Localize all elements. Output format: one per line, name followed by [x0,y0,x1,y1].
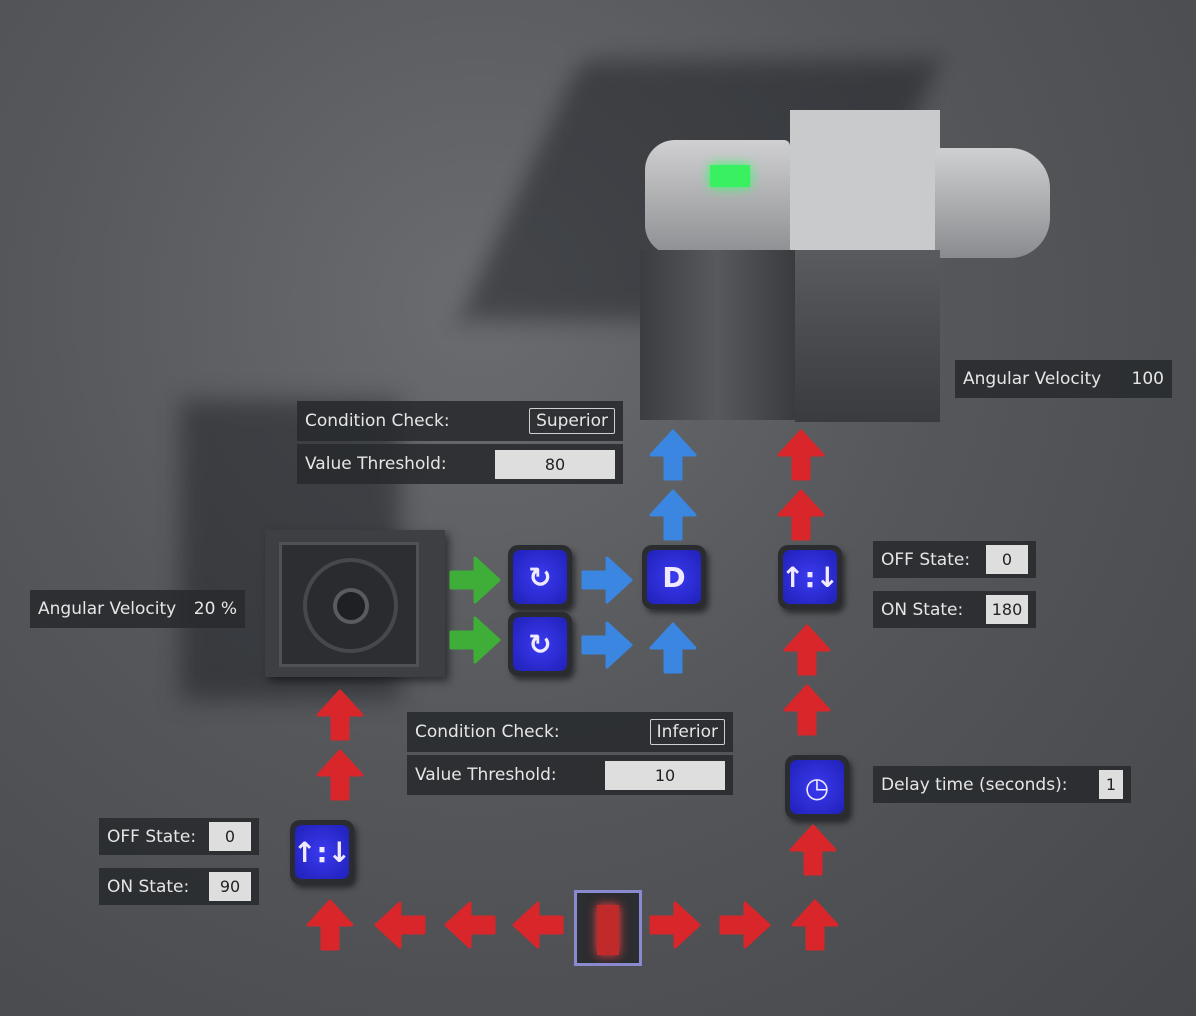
delay-block[interactable]: ◷ [785,755,849,819]
signal-arrow-up-blue [649,429,697,481]
value: 100 [1131,369,1164,389]
nor-gate-icon: D [662,560,686,594]
label: Condition Check: [415,722,560,742]
superior-check-panel: Condition Check: Superior Value Threshold… [297,401,623,484]
label: OFF State: [107,826,197,847]
comparator-block-superior[interactable]: ↻ [508,545,572,609]
label: Angular Velocity [963,369,1102,389]
rotor-velocity-panel: Angular Velocity 20 % [30,590,245,628]
converter-block-left[interactable]: ↑:↓ [290,820,354,884]
timer-icon: ◷ [804,770,830,804]
condition-dropdown[interactable]: Superior [529,408,615,434]
threshold-input[interactable]: 10 [605,760,725,790]
green-indicator-light [710,165,750,187]
off-state-input[interactable]: 0 [986,545,1028,574]
delay-input[interactable]: 1 [1099,770,1123,799]
on-state-input[interactable]: 90 [209,872,251,901]
label: Value Threshold: [415,765,557,785]
signal-arrow-up-red [783,624,831,676]
left-converter-panel: OFF State: 0 ON State: 90 [99,818,259,905]
rotor-base[interactable] [265,530,445,677]
signal-arrow-right-blue [581,621,633,669]
off-state-input[interactable]: 0 [209,822,251,851]
up-down-convert-icon: ↑:↓ [292,835,352,869]
signal-arrow-left-red [374,901,426,949]
loop-question-icon: ↻ [528,560,552,594]
signal-arrow-left-red [444,901,496,949]
loop-question-icon: ↻ [528,627,552,661]
label: Condition Check: [305,411,450,431]
signal-arrow-right-green [449,616,501,664]
label: OFF State: [881,549,971,570]
on-state-input[interactable]: 180 [986,595,1028,624]
signal-arrow-up-red [791,899,839,951]
signal-arrow-up-red [316,689,364,741]
signal-arrow-up-red [306,899,354,951]
top-angular-velocity-panel: Angular Velocity 100 [955,360,1172,398]
signal-arrow-up-red [789,824,837,876]
toggle-switch[interactable] [574,890,642,966]
signal-arrow-left-red [512,901,564,949]
signal-arrow-right-green [449,556,501,604]
signal-arrow-right-blue [581,556,633,604]
threshold-input[interactable]: 80 [495,449,615,479]
label: ON State: [881,599,964,620]
condition-dropdown[interactable]: Inferior [649,719,725,745]
label: Value Threshold: [305,454,447,474]
signal-arrow-up-red [777,429,825,481]
rotor-head-machine[interactable] [640,110,1050,422]
delay-panel: Delay time (seconds): 1 [873,766,1131,803]
signal-arrow-up-red [783,684,831,736]
signal-arrow-up-red [316,749,364,801]
up-down-convert-icon: ↑:↓ [780,560,840,594]
signal-arrow-up-red [777,489,825,541]
label: Delay time (seconds): [881,774,1068,795]
value: 20 % [193,599,237,619]
inferior-check-panel: Condition Check: Inferior Value Threshold… [407,712,733,795]
signal-arrow-right-red [649,901,701,949]
signal-arrow-up-blue [649,622,697,674]
signal-arrow-up-blue [649,489,697,541]
comparator-block-inferior[interactable]: ↻ [508,612,572,676]
nor-gate-block[interactable]: D [642,545,706,609]
right-converter-panel: OFF State: 0 ON State: 180 [873,541,1036,628]
label: Angular Velocity [38,599,177,619]
converter-block-right[interactable]: ↑:↓ [778,545,842,609]
label: ON State: [107,876,190,897]
signal-arrow-right-red [719,901,771,949]
